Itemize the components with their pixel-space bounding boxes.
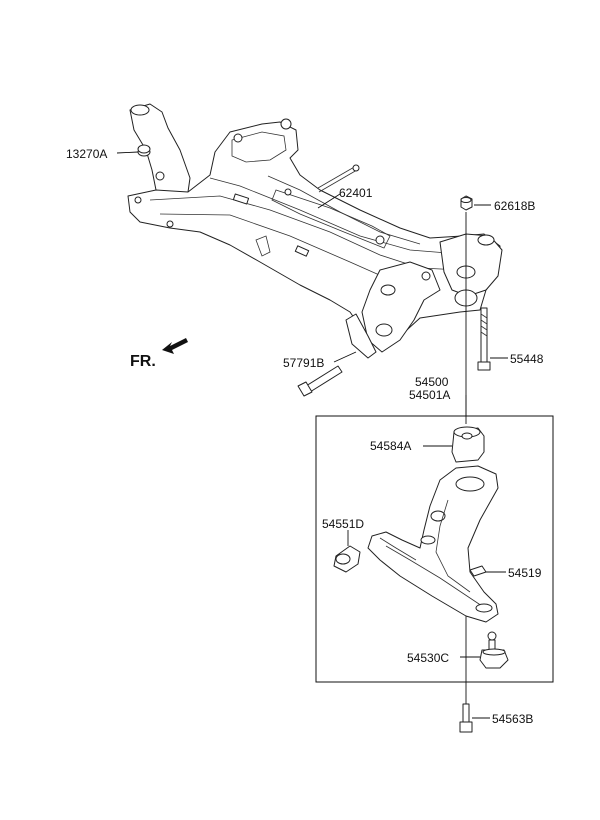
leader-13270a [116, 151, 139, 154]
label-54501a: 54501A [409, 388, 450, 402]
label-54500: 54500 [415, 375, 449, 389]
label-54519: 54519 [508, 566, 542, 580]
subframe-crossmember [127, 103, 503, 359]
label-54530c: 54530C [407, 651, 449, 665]
ball-joint-54530c [479, 631, 509, 669]
bolt-55448 [477, 307, 491, 371]
front-label: FR. [130, 353, 156, 370]
label-62618b: 62618B [494, 199, 535, 213]
front-direction-indicator: FR. [130, 338, 188, 370]
bolt-54563b [459, 703, 473, 733]
bushing-54584a [451, 426, 485, 463]
lower-control-arm [367, 465, 499, 623]
nut-62618b [460, 195, 473, 211]
label-62401: 62401 [339, 186, 373, 200]
label-13270a: 13270A [66, 147, 107, 161]
label-54551d: 54551D [322, 517, 364, 531]
clip-54519 [469, 565, 487, 577]
front-arrow-icon [162, 338, 188, 354]
label-54584a: 54584A [370, 439, 411, 453]
bushing-54551d [333, 545, 361, 573]
label-57791b: 57791B [283, 356, 324, 370]
nut-13270a [137, 144, 151, 157]
leader-57791b [333, 351, 357, 363]
label-55448: 55448 [510, 352, 544, 366]
bolt-57791b [297, 365, 343, 397]
bolt-62401 [317, 164, 360, 193]
leader-62401 [317, 193, 341, 209]
lower-arm-assembly-box [315, 415, 554, 683]
label-54563b: 54563B [492, 712, 533, 726]
